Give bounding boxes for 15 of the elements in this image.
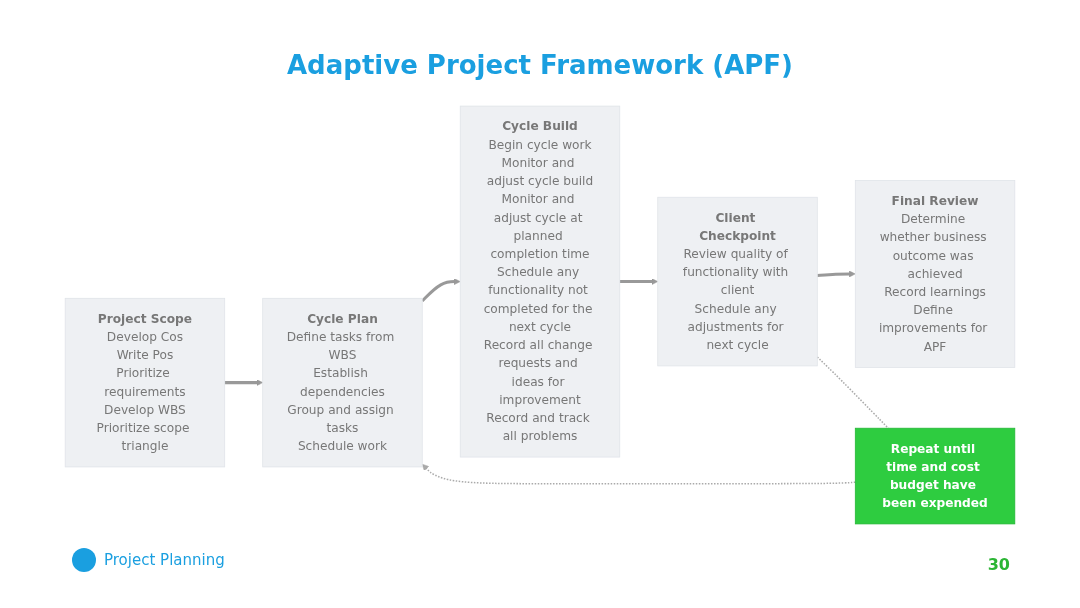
connector bbox=[816, 356, 890, 429]
node-box: Cycle Build Begin cycle work Monitor and adjust cycle build Monitor and adjust cycle at planned completion time Schedule any functionality not completed for the next cycle Record all change requests and ideas for improvement Record and track all problems bbox=[459, 105, 621, 458]
arrow bbox=[619, 278, 659, 285]
title: Adaptive Project Framework (APF) bbox=[286, 50, 794, 80]
arrow bbox=[421, 463, 857, 485]
node-box: Project Scope Develop Cos Write Pos Prioritize requirements Develop WBS Prioritize scope triangle bbox=[64, 297, 226, 468]
page-number: 30 bbox=[987, 555, 1010, 574]
arrow bbox=[224, 379, 263, 386]
arrow bbox=[817, 270, 856, 278]
node-box: Cycle Plan Define tasks from WBS Establish dependencies Group and assign tasks Schedule work bbox=[262, 297, 423, 468]
node-box: Repeat until time and cost budget have been expended bbox=[854, 427, 1016, 525]
footer-label: Project Planning bbox=[104, 551, 225, 569]
node-box: Final Review Determine whether business outcome was achieved Record learnings Define improvements for APF bbox=[854, 180, 1016, 368]
arrow bbox=[421, 278, 461, 303]
node-box: Client Checkpoint Review quality of functionality with client Schedule any adjustments for next cycle bbox=[657, 196, 818, 367]
